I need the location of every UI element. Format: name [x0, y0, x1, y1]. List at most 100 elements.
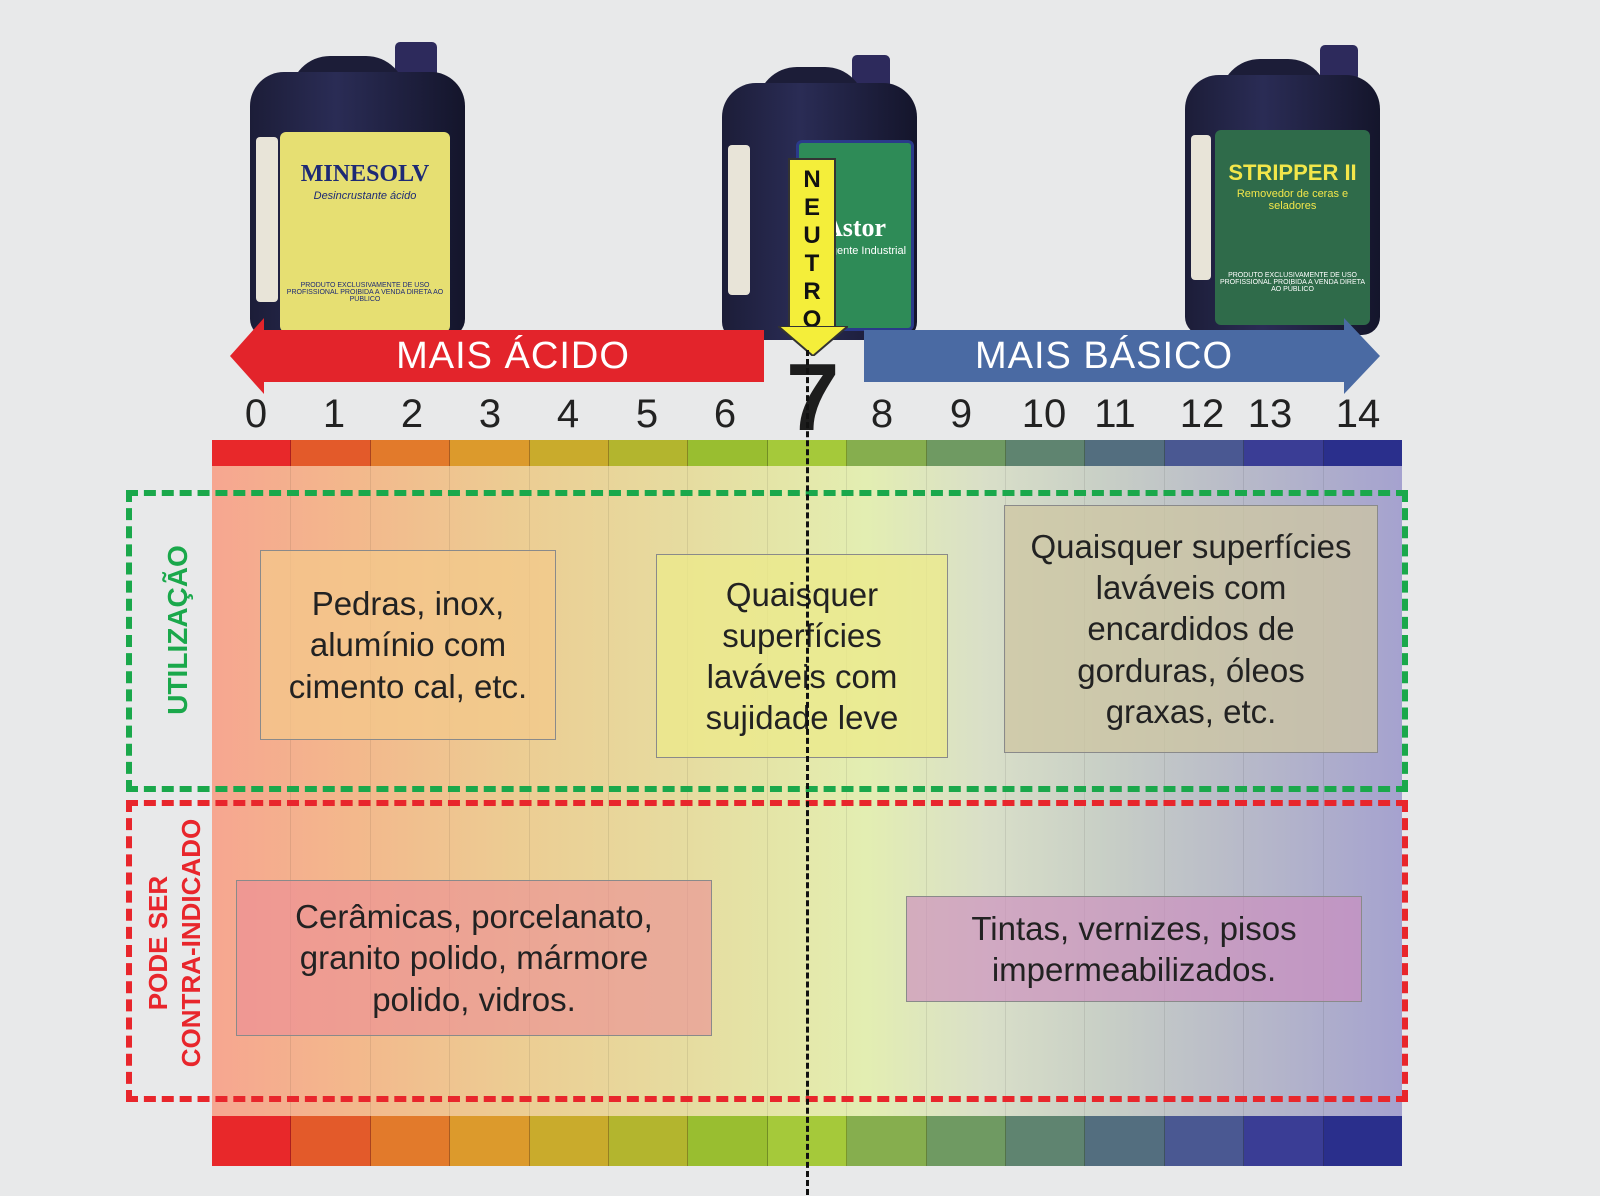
- neutral-marker: N E U T R O: [788, 158, 836, 333]
- more-basic-arrow: MAIS BÁSICO: [864, 330, 1344, 382]
- ph-strip-segment: [1244, 1116, 1324, 1166]
- box-line: alumínio com: [309, 626, 507, 664]
- basic-product-footer: PRODUTO EXCLUSIVAMENTE DE USO PROFISSION…: [1219, 272, 1366, 293]
- ph-tick: 13: [1247, 392, 1293, 436]
- ph-tick: 5: [635, 392, 659, 436]
- basic-product-name: STRIPPER II: [1228, 160, 1357, 185]
- neutral-letter: R: [803, 278, 821, 305]
- box-line: granito polido, mármore: [299, 939, 649, 977]
- ph-strip-segment: [609, 1116, 689, 1166]
- box-line: Quaisquer superfícies: [1030, 527, 1352, 565]
- ph-tick: 4: [556, 392, 580, 436]
- more-acid-arrow: MAIS ÁCIDO: [262, 330, 764, 382]
- box-line: superfícies: [722, 616, 882, 654]
- basic-contra-box: Tintas, vernizes, pisos impermeabilizado…: [906, 896, 1362, 1002]
- ph-strip-segment: [688, 440, 768, 466]
- neutral-letter: N: [803, 166, 821, 193]
- jug-side-label: [256, 137, 278, 302]
- ph-strip-segment: [450, 1116, 530, 1166]
- basic-product-label: STRIPPER II Removedor de ceras e selador…: [1215, 130, 1370, 325]
- box-line: Pedras, inox,: [311, 585, 505, 623]
- jug-side-label: [1191, 135, 1211, 280]
- acid-product-name: MINESOLV: [300, 160, 430, 187]
- contra-section-label: PODE SER CONTRA-INDICADO: [142, 803, 218, 1083]
- ph-strip-segment: [1006, 440, 1086, 466]
- ph-tick: 1: [322, 392, 346, 436]
- ph-tick: 10: [1021, 392, 1067, 436]
- more-acid-label: MAIS ÁCIDO: [396, 334, 630, 377]
- box-line: impermeabilizados.: [991, 951, 1277, 988]
- neutral-letter: U: [803, 222, 821, 249]
- ph-color-strip-top: [212, 440, 1403, 466]
- ph-color-strip-bottom: [212, 1116, 1403, 1166]
- acid-contra-box: Cerâmicas, porcelanato, granito polido, …: [236, 880, 712, 1036]
- basic-arrow-head: [1344, 318, 1380, 394]
- ph-strip-segment: [1085, 1116, 1165, 1166]
- ph-strip-segment: [212, 440, 292, 466]
- box-line: encardidos de: [1087, 610, 1295, 648]
- ph-strip-segment: [609, 440, 689, 466]
- neutral-letter: T: [804, 250, 820, 277]
- neutral-arrow-head: [778, 326, 848, 356]
- neutral-letter: E: [803, 194, 820, 221]
- ph-strip-segment: [291, 440, 371, 466]
- acid-product-label: MINESOLV Desincrustante ácido PRODUTO EX…: [280, 132, 450, 332]
- acid-product-jug: MINESOLV Desincrustante ácido PRODUTO EX…: [250, 42, 465, 337]
- box-line: polido, vidros.: [372, 980, 576, 1018]
- neutral-ph-value: 7: [786, 344, 840, 451]
- usage-section-label: UTILIZAÇÃO: [162, 545, 193, 715]
- basic-usage-box: Quaisquer superfícies laváveis com encar…: [1004, 505, 1378, 753]
- ph-strip-segment: [1164, 1116, 1245, 1166]
- box-line: laváveis com: [706, 658, 898, 695]
- basic-product-jug: STRIPPER II Removedor de ceras e selador…: [1185, 45, 1380, 335]
- box-line: laváveis com: [1095, 569, 1287, 607]
- ph-tick: 6: [713, 392, 737, 436]
- ph-strip-segment: [926, 1116, 1007, 1166]
- ph-strip-segment: [1006, 1116, 1086, 1166]
- box-line: graxas, etc.: [1105, 692, 1277, 730]
- more-basic-label: MAIS BÁSICO: [974, 334, 1234, 377]
- ph-strip-segment: [370, 1116, 451, 1166]
- ph-strip-segment: [847, 440, 927, 466]
- usage-section-frame: [126, 490, 1408, 792]
- ph-strip-segment: [1085, 440, 1165, 466]
- ph-tick: 14: [1335, 392, 1381, 436]
- ph-strip-segment: [291, 1116, 371, 1166]
- ph-strip-segment: [450, 440, 530, 466]
- ph-strip-segment: [529, 1116, 610, 1166]
- ph-tick: 8: [870, 392, 894, 436]
- ph-tick: 0: [244, 392, 268, 436]
- ph-tick: 9: [949, 392, 973, 436]
- ph-tick: 2: [400, 392, 424, 436]
- ph-strip-segment: [926, 440, 1007, 466]
- contra-section-frame: [126, 800, 1408, 1102]
- neutral-ph-line: [806, 350, 809, 1195]
- basic-product-subtitle: Removedor de ceras e seladores: [1236, 188, 1349, 212]
- jug-side-label: [728, 145, 750, 295]
- acid-product-footer: PRODUTO EXCLUSIVAMENTE DE USO PROFISSION…: [286, 281, 444, 303]
- box-line: gorduras, óleos: [1077, 651, 1305, 689]
- ph-strip-segment: [1164, 440, 1245, 466]
- ph-strip-segment: [212, 1116, 292, 1166]
- ph-tick: 3: [478, 392, 502, 436]
- ph-strip-segment: [1323, 1116, 1403, 1166]
- ph-strip-segment: [1244, 440, 1324, 466]
- ph-strip-segment: [1323, 440, 1403, 466]
- ph-tick: 11: [1094, 392, 1136, 436]
- box-line: Quaisquer: [725, 575, 879, 613]
- neutral-usage-box: Quaisquer superfícies laváveis com sujid…: [656, 554, 948, 758]
- ph-strip-segment: [847, 1116, 927, 1166]
- contra-label-line: PODE SER: [143, 875, 173, 1011]
- acid-usage-box: Pedras, inox, alumínio com cimento cal, …: [260, 550, 556, 740]
- box-line: Tintas, vernizes, pisos: [971, 909, 1297, 947]
- box-line: cimento cal, etc.: [288, 667, 528, 705]
- ph-strip-segment: [688, 1116, 768, 1166]
- ph-strip-segment: [370, 440, 451, 466]
- ph-tick: 12: [1179, 392, 1225, 436]
- ph-scale-ticks: 0 1 2 3 4 5 6 8 9 10 11 12 13 14: [212, 392, 1402, 440]
- box-line: Cerâmicas, porcelanato,: [295, 898, 653, 936]
- acid-arrow-head: [230, 318, 264, 394]
- ph-strip-segment: [529, 440, 610, 466]
- acid-product-subtitle: Desincrustante ácido: [313, 189, 417, 202]
- box-line: sujidade leve: [705, 699, 899, 737]
